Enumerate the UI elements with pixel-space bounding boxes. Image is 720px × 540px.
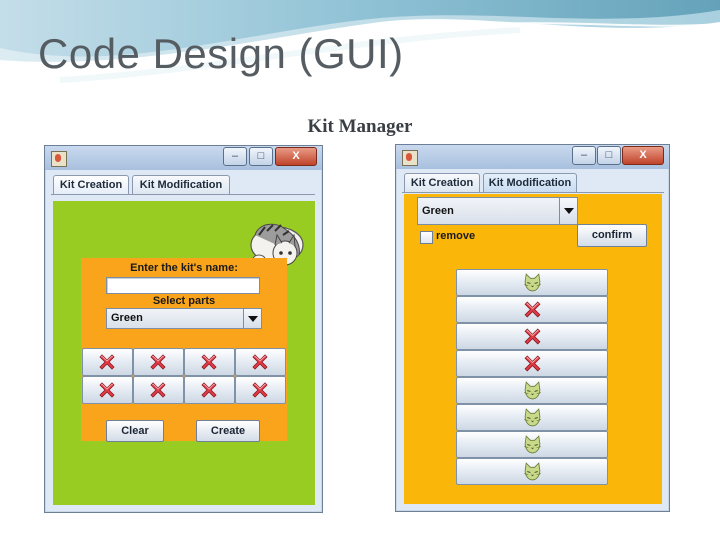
tab-kit-creation[interactable]: Kit Creation [53, 175, 129, 194]
part-cell[interactable] [82, 376, 133, 404]
x-icon [97, 352, 117, 377]
x-icon [522, 299, 543, 325]
kit-modification-window: – □ X Kit Creation Kit Modification Gree… [395, 144, 670, 512]
maximize-button[interactable]: □ [249, 147, 273, 166]
close-button[interactable]: X [275, 147, 317, 166]
window-title-blurred [71, 153, 74, 164]
select-parts-label: Select parts [152, 295, 216, 307]
parts-dropdown[interactable]: Green [106, 308, 262, 329]
window-titlebar[interactable]: – □ X [45, 146, 322, 170]
remove-checkbox[interactable] [420, 231, 433, 244]
slide-subtitle: Kit Manager [0, 116, 720, 138]
part-list-item[interactable] [456, 458, 608, 485]
part-list-item[interactable] [456, 296, 608, 323]
x-icon [199, 380, 219, 405]
minimize-button[interactable]: – [223, 147, 247, 166]
cat-icon [522, 434, 543, 460]
x-icon [522, 353, 543, 379]
x-icon [97, 380, 117, 405]
tab-kit-creation[interactable]: Kit Creation [404, 173, 480, 192]
cat-icon [522, 380, 543, 406]
kit-creation-panel: Enter the kit's name: Select parts Green… [53, 201, 315, 505]
part-cell[interactable] [133, 348, 184, 376]
window-title-blurred [422, 152, 425, 163]
close-button[interactable]: X [622, 146, 664, 165]
x-icon [199, 352, 219, 377]
kit-modification-panel: Green remove confirm [404, 194, 662, 504]
confirm-button[interactable]: confirm [577, 224, 647, 247]
maximize-button[interactable]: □ [597, 146, 621, 165]
part-list-item[interactable] [456, 404, 608, 431]
part-list-item[interactable] [456, 323, 608, 350]
dropdown-arrow-button[interactable] [243, 309, 261, 328]
slide-background-waves [0, 0, 720, 83]
minimize-button[interactable]: – [572, 146, 596, 165]
x-icon [148, 352, 168, 377]
part-cell[interactable] [235, 376, 286, 404]
tab-divider [402, 192, 664, 193]
tab-kit-modification[interactable]: Kit Modification [483, 173, 577, 192]
java-cup-icon [51, 151, 67, 167]
dropdown-arrow-button[interactable] [559, 198, 577, 224]
slide-subtitle-text: Kit Manager [307, 116, 413, 137]
part-list-item[interactable] [456, 377, 608, 404]
part-cell[interactable] [133, 376, 184, 404]
cat-icon [522, 461, 543, 487]
kit-name-label: Enter the kit's name: [130, 262, 238, 274]
x-icon [522, 326, 543, 352]
part-list-item[interactable] [456, 350, 608, 377]
part-list-item[interactable] [456, 269, 608, 296]
cat-icon [522, 407, 543, 433]
kit-dropdown[interactable]: Green [417, 197, 578, 225]
slide-title: Code Design (GUI) [38, 30, 404, 77]
create-button[interactable]: Create [196, 420, 260, 442]
part-cell[interactable] [184, 376, 235, 404]
kit-creation-window: – □ X Kit Creation Kit Modification Ente… [44, 145, 323, 513]
tab-divider [51, 194, 315, 195]
remove-label: remove [436, 230, 476, 242]
part-cell[interactable] [184, 348, 235, 376]
cat-icon [522, 272, 543, 298]
kit-form-box: Enter the kit's name: Select parts Green… [81, 258, 287, 442]
java-cup-icon [402, 150, 418, 166]
x-icon [250, 380, 270, 405]
window-titlebar[interactable]: – □ X [396, 145, 669, 169]
tab-kit-modification[interactable]: Kit Modification [132, 175, 230, 194]
chevron-down-icon [248, 316, 258, 322]
part-list-item[interactable] [456, 431, 608, 458]
x-icon [148, 380, 168, 405]
x-icon [250, 352, 270, 377]
kit-name-field[interactable] [106, 277, 260, 294]
parts-dropdown-value: Green [111, 312, 143, 324]
clear-button[interactable]: Clear [106, 420, 164, 442]
part-cell[interactable] [235, 348, 286, 376]
kit-dropdown-value: Green [422, 205, 454, 217]
part-cell[interactable] [82, 348, 133, 376]
chevron-down-icon [564, 208, 574, 214]
